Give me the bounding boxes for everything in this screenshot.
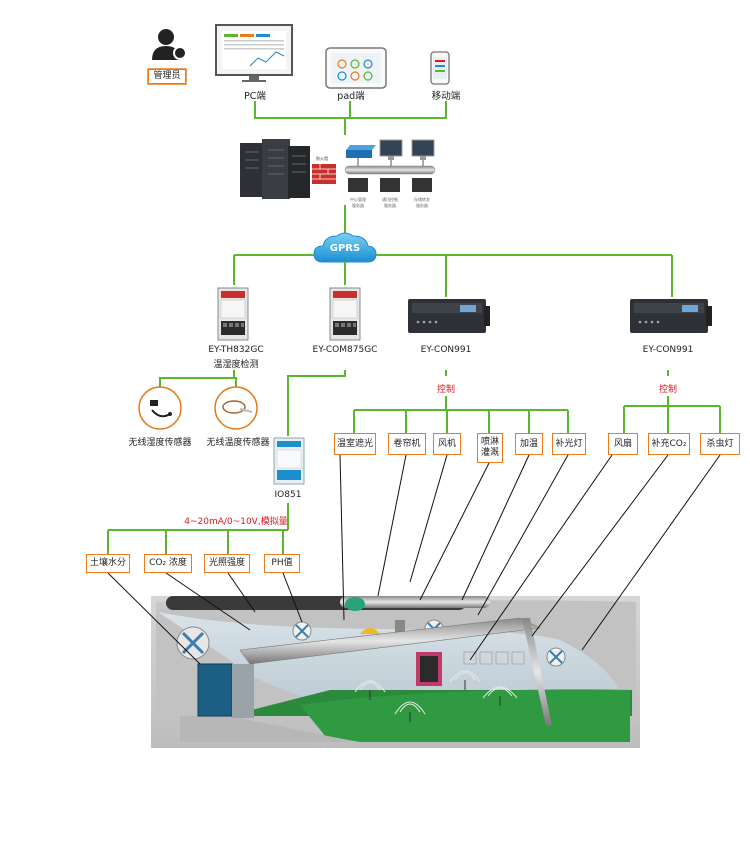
workstation-icon — [379, 139, 435, 160]
th832-device-icon — [217, 287, 249, 341]
th832-sensor-connectors — [159, 370, 237, 388]
analog-signal-label: 4~20mA/0~10V,模拟量 — [184, 517, 288, 527]
com875-label: EY-COM875GC — [312, 345, 378, 355]
con991-b-output-connectors — [623, 370, 721, 433]
gprs-cloud-icon — [313, 232, 377, 263]
input-co2-box: CO₂ 浓度 — [144, 554, 192, 573]
output-irrigation-box: 喷淋 灌溉 — [477, 433, 503, 463]
con991-b-label: EY-CON991 — [642, 345, 694, 355]
admin-icon — [152, 29, 187, 60]
com875-io851-connector — [287, 370, 346, 436]
output-shading-box: 温室遮光 — [334, 433, 376, 455]
svg-text:服务器: 服务器 — [352, 202, 364, 208]
output-co2-box: 补充CO₂ — [648, 433, 690, 455]
output-heating-box: 加温 — [515, 433, 543, 455]
humidity-sensor-label: 无线湿度传感器 — [128, 438, 192, 448]
client-connectors — [254, 101, 447, 135]
io851-input-connectors — [107, 503, 289, 554]
output-roller-box: 卷帘机 — [388, 433, 426, 455]
output-ventilator-box: 风扇 — [608, 433, 638, 455]
control-label-b: 控制 — [658, 385, 677, 395]
switch-icon — [346, 145, 376, 158]
firewall-icon — [312, 164, 336, 184]
con991-b-device-icon — [630, 299, 712, 333]
greenhouse-scene — [151, 596, 640, 748]
input-soil-moisture-box: 土壤水分 — [86, 554, 130, 573]
leader-lines — [107, 454, 721, 665]
con991-a-output-connectors — [353, 370, 569, 433]
pc-client-icon — [215, 24, 293, 82]
control-label-a: 控制 — [436, 385, 455, 395]
io851-device-icon — [273, 437, 305, 485]
com875-device-icon — [329, 287, 361, 341]
svg-text:服务器: 服务器 — [384, 202, 396, 208]
mobile-client-icon — [430, 51, 450, 85]
th832-sub-label: 温湿度检测 — [213, 360, 259, 370]
server-cluster-icon: 中心管理 通讯控制 存储转发 服务器 服务器 服务器 防火墙 — [240, 139, 436, 208]
svg-text:存储转发: 存储转发 — [414, 196, 430, 202]
th832-label: EY-TH832GC — [208, 345, 264, 355]
svg-text:通讯控制: 通讯控制 — [382, 196, 398, 202]
mobile-client-label: 移动端 — [431, 91, 461, 102]
humidity-sensor-icon — [138, 386, 182, 430]
temperature-sensor-label: 无线温度传感器 — [206, 438, 270, 448]
svg-text:服务器: 服务器 — [416, 202, 428, 208]
gprs-distribution — [233, 254, 673, 297]
svg-text:防火墙: 防火墙 — [316, 155, 328, 161]
input-ph-box: PH值 — [264, 554, 300, 573]
svg-text:中心管理: 中心管理 — [350, 196, 366, 202]
pad-client-label: pad端 — [337, 91, 365, 102]
admin-label: 管理员 — [148, 69, 186, 84]
con991-a-device-icon — [408, 299, 490, 333]
pc-client-label: PC端 — [244, 91, 266, 102]
temperature-sensor-icon — [214, 386, 258, 430]
gprs-label: GPRS — [329, 243, 361, 254]
pad-client-icon — [325, 47, 387, 89]
output-fan-box: 风机 — [433, 433, 461, 455]
io851-label: IO851 — [274, 490, 302, 500]
con991-a-label: EY-CON991 — [420, 345, 472, 355]
input-light-box: 光照强度 — [204, 554, 250, 573]
output-grow-light-box: 补光灯 — [552, 433, 586, 455]
output-insect-lamp-box: 杀虫灯 — [700, 433, 740, 455]
